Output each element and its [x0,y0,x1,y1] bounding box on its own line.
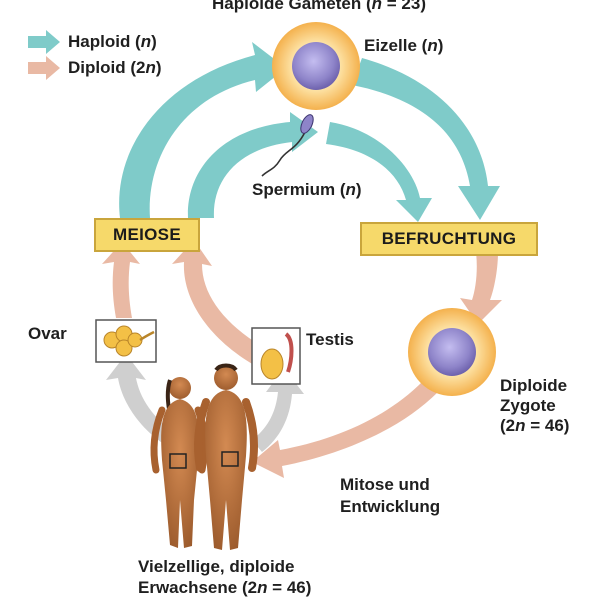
legend-diploid-arrow-icon [28,56,60,80]
befruchtung-box: BEFRUCHTUNG [360,222,538,256]
haploid-arrow-inner-left [187,112,318,218]
testis-label: Testis [306,330,354,349]
female-figure-icon [150,377,209,548]
legend-diploid-close: ) [155,58,162,77]
diagram-title: Haploide Gameten (n = 23) [212,0,426,14]
male-figure-icon [194,363,258,550]
ovar-label: Ovar [28,324,67,343]
zygote-line-3-post: = 46) [525,416,570,435]
meiose-box: MEIOSE [94,218,200,252]
zygote-line-2: Zygote [500,396,556,415]
gray-arrow-to-testis [252,368,304,452]
legend-diploid-label: Diploid (2n) [68,58,162,78]
adults-line-2-post: = 46) [267,578,312,597]
legend-haploid-var: n [140,32,152,51]
haploid-arrow-outer-right [352,58,500,220]
title-rest: = 23) [382,0,426,13]
zygote-nucleus-icon [428,328,476,376]
diploid-arrow-befruchtung-to-zygote [460,252,502,324]
mitose-line-2: Entwicklung [340,497,441,516]
title-var: n [371,0,383,13]
legend-haploid-label: Haploid (n) [68,32,157,52]
zygote-label: Diploide Zygote (2n = 46) [500,376,569,436]
testis-icon [260,332,294,380]
adults-line-2-pre: Erwachsene (2 [138,578,258,597]
eizelle-text: Eizelle ( [364,36,428,55]
mitose-line-1: Mitose und [340,475,430,494]
sperm-cell-icon [261,114,314,177]
ovary-icon [103,325,155,357]
egg-nucleus-icon [292,42,340,90]
haploid-arrow-inner-right [326,122,432,222]
legend-haploid-text: Haploid ( [68,32,141,51]
zygote-line-1: Diploide [500,376,568,395]
legend-diploid-text: Diploid (2 [68,58,146,77]
zygote-line-3-pre: (2 [500,416,516,435]
gray-arrow-to-ovar [106,354,180,448]
legend-haploid-arrow-icon [28,30,60,54]
diploid-arrow-testis-to-meiose [172,240,268,366]
adults-line-2: Erwachsene (2n = 46) [138,577,311,598]
legend-diploid-var: n [145,58,156,77]
eizelle-var: n [427,36,438,55]
diploid-arrow-zygote-to-adults [252,378,438,478]
adults-label: Vielzellige, diploide Erwachsene (2n = 4… [138,556,311,598]
eizelle-label: Eizelle (n) [364,36,443,56]
zygote-line-3-var: n [515,416,526,435]
zygote-line-3: (2n = 46) [500,416,569,436]
spermium-close: ) [355,180,362,199]
spermium-text: Spermium ( [252,180,346,199]
legend-haploid-close: ) [151,32,157,51]
spermium-label: Spermium (n) [252,180,362,200]
spermium-var: n [345,180,356,199]
mitose-label: Mitose und Entwicklung [340,474,440,518]
diploid-arrow-ovar-to-meiose [102,242,140,318]
haploid-arrow-outer-left [119,42,286,218]
adults-line-1: Vielzellige, diploide [138,557,295,576]
adults-line-2-var: n [257,578,268,597]
title-text: Haploide Gameten ( [212,0,372,13]
eizelle-close: ) [437,36,444,55]
